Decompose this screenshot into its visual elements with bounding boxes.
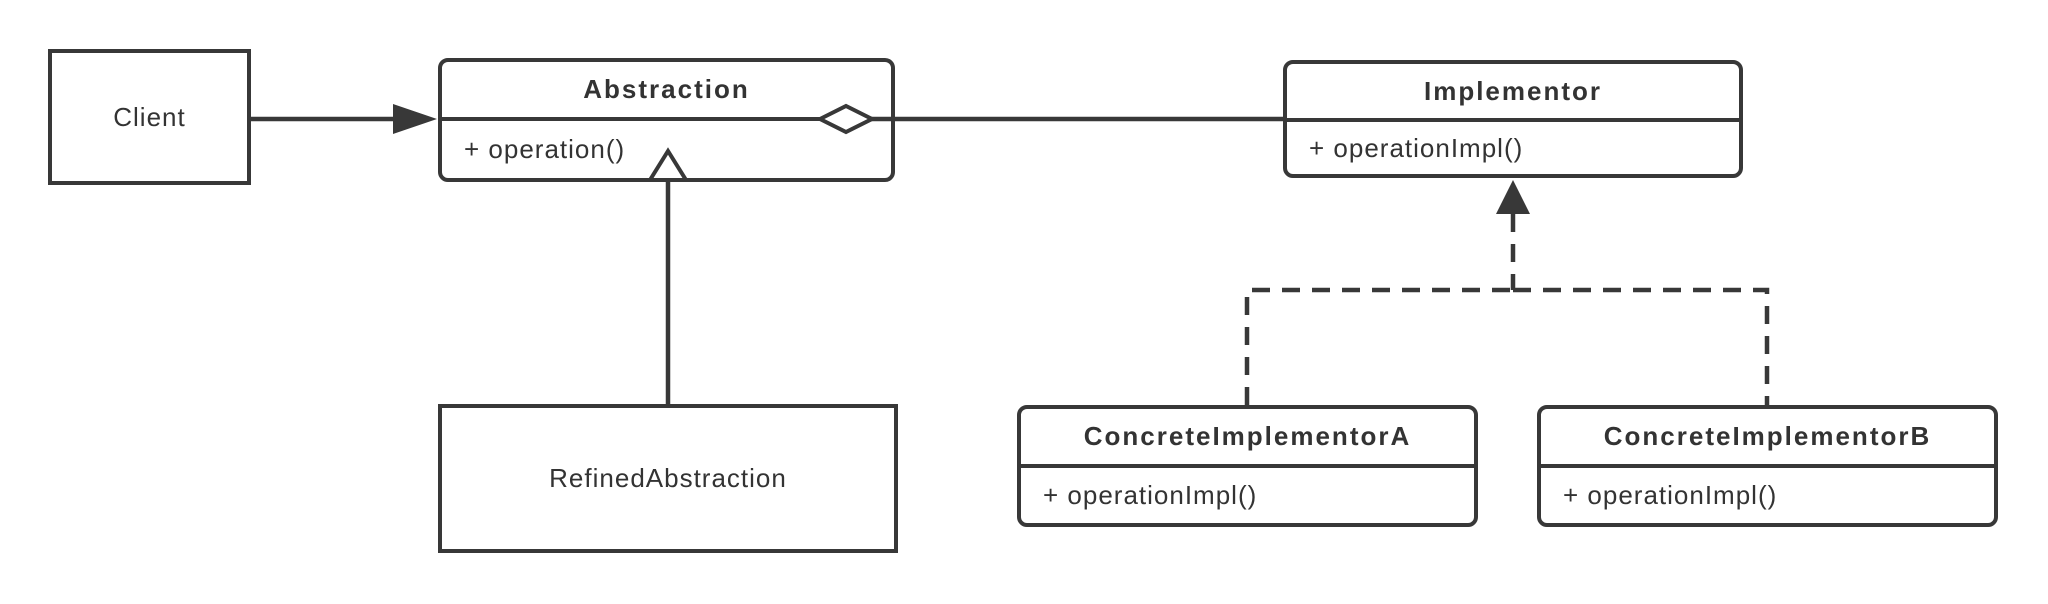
class-concrete-implementor-b-name: ConcreteImplementorB xyxy=(1541,409,1994,468)
edge-client-to-abstraction xyxy=(251,104,437,134)
class-abstraction-method-operation: + operation() xyxy=(464,134,626,164)
class-refined-abstraction-name: RefinedAbstraction xyxy=(549,463,787,493)
class-implementor-method-operationimpl: + operationImpl() xyxy=(1309,132,1524,163)
class-concrete-implementor-a-name: ConcreteImplementorA xyxy=(1021,409,1474,468)
edge-concrete-implementor-b-realizes-implementor xyxy=(1513,287,1770,405)
class-concrete-implementor-b: ConcreteImplementorB + operationImpl() xyxy=(1537,405,1998,527)
class-abstraction: Abstraction + operation() xyxy=(438,58,895,182)
class-refined-abstraction: RefinedAbstraction xyxy=(438,404,898,553)
association-arrowhead-icon xyxy=(393,104,437,134)
class-implementor-name: Implementor xyxy=(1287,64,1739,122)
class-concrete-implementor-a-method-operationimpl: + operationImpl() xyxy=(1043,480,1258,510)
realization-arrowhead-icon xyxy=(1496,180,1530,214)
class-implementor: Implementor + operationImpl() xyxy=(1283,60,1743,178)
class-client-name: Client xyxy=(113,101,186,132)
class-abstraction-name: Abstraction xyxy=(442,62,891,121)
class-concrete-implementor-b-method-operationimpl: + operationImpl() xyxy=(1563,480,1778,510)
edge-concrete-implementor-a-realizes-implementor xyxy=(1244,180,1530,405)
class-concrete-implementor-a: ConcreteImplementorA + operationImpl() xyxy=(1017,405,1478,527)
edge-refined-abstraction-extends-abstraction xyxy=(646,147,690,404)
class-client: Client xyxy=(48,49,251,185)
